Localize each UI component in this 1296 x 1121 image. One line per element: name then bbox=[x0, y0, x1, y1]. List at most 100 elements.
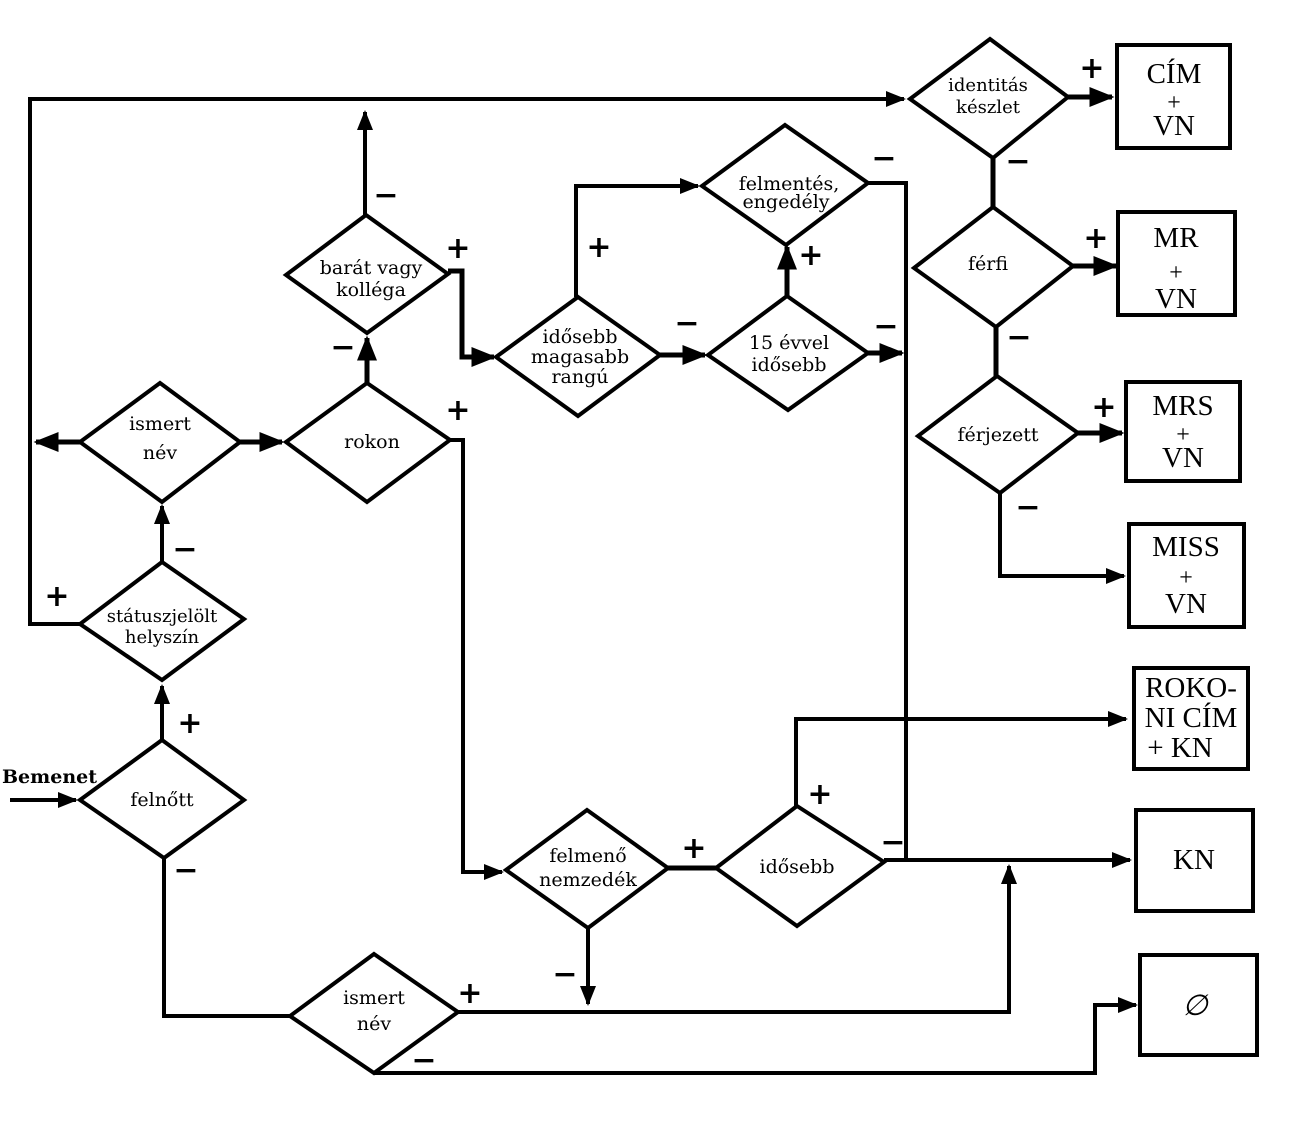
output-label: + bbox=[1176, 422, 1190, 448]
output-label: ∅ bbox=[1182, 990, 1209, 1022]
output-label: VN bbox=[1155, 283, 1197, 315]
sign-minus: − bbox=[552, 957, 577, 992]
sign-minus: − bbox=[1015, 490, 1040, 525]
output-empty-set: ∅ bbox=[1138, 953, 1259, 1057]
sign-minus: − bbox=[1006, 320, 1031, 355]
decision-ismert-nev-top: ismert név bbox=[76, 380, 244, 505]
decision-label: felnőtt bbox=[130, 789, 194, 811]
sign-plus: + bbox=[44, 579, 69, 614]
decision-ferjezett: férjezett bbox=[914, 373, 1082, 496]
sign-minus: − bbox=[674, 306, 699, 341]
edge-statusz-plus bbox=[28, 91, 906, 626]
sign-plus: + bbox=[586, 230, 611, 265]
sign-plus: + bbox=[177, 706, 202, 741]
decision-label: ismert bbox=[343, 987, 405, 1009]
decision-barat: barát vagy kolléga bbox=[282, 212, 452, 336]
decision-label: felmenő bbox=[549, 845, 626, 867]
edge-rokon-plus bbox=[450, 438, 504, 880]
output-label: + KN bbox=[1147, 732, 1213, 764]
sign-minus: − bbox=[173, 853, 198, 888]
output-label: VN bbox=[1153, 110, 1195, 142]
decision-rokon: rokon bbox=[282, 380, 454, 505]
decision-ismert-nev-bottom: ismert név bbox=[286, 951, 462, 1076]
decision-label: barát vagy bbox=[320, 257, 423, 279]
output-label: CÍM bbox=[1147, 57, 1202, 90]
sign-minus: − bbox=[880, 825, 905, 860]
output-mrs-vn: MRS + VN bbox=[1124, 380, 1242, 483]
edge-felnott-minus bbox=[162, 858, 290, 1018]
decision-label: idősebb bbox=[752, 354, 827, 376]
sign-plus: + bbox=[457, 976, 482, 1011]
output-label: MISS bbox=[1152, 531, 1220, 563]
output-rokoni-cim-kn: ROKO- NI CÍM + KN bbox=[1132, 666, 1250, 771]
sign-plus: + bbox=[445, 393, 470, 428]
decision-tizenot: 15 évvel idősebb bbox=[704, 293, 872, 413]
decision-label: 15 évvel bbox=[749, 332, 829, 354]
decision-label: idősebb bbox=[760, 856, 835, 878]
output-label: + bbox=[1179, 565, 1193, 591]
decision-label: rokon bbox=[344, 431, 400, 453]
output-kn: KN bbox=[1134, 808, 1255, 913]
decision-label: engedély bbox=[742, 191, 829, 213]
output-label: + bbox=[1169, 260, 1183, 286]
decision-label: státuszjelölt bbox=[107, 606, 218, 627]
edge-idosebb-plus bbox=[794, 711, 1128, 806]
decision-label: készlet bbox=[956, 97, 1021, 118]
sign-plus: + bbox=[798, 238, 823, 273]
output-label: MR bbox=[1153, 222, 1199, 254]
output-label: MRS bbox=[1152, 390, 1213, 422]
decision-label: rangú bbox=[551, 366, 608, 388]
edge-ismert-nev-bottom-minus bbox=[374, 997, 1138, 1075]
decision-label: férjezett bbox=[957, 424, 1038, 446]
decision-idosebb-rang: idősebb magasabb rangú bbox=[492, 294, 664, 419]
input-label: Bemenet bbox=[2, 766, 97, 788]
decision-felnott: felnőtt bbox=[76, 737, 248, 861]
sign-minus: − bbox=[411, 1043, 436, 1078]
output-mr-vn: MR + VN bbox=[1116, 210, 1237, 317]
edge-felmentes-minus bbox=[868, 181, 908, 860]
output-label: ROKO- bbox=[1145, 672, 1237, 704]
decision-label: férfi bbox=[968, 253, 1008, 275]
decision-label: identitás bbox=[948, 75, 1028, 96]
sign-minus: − bbox=[330, 330, 355, 365]
sign-plus: + bbox=[1083, 221, 1108, 256]
decision-label: név bbox=[143, 442, 177, 464]
output-label: + bbox=[1167, 90, 1181, 116]
sign-minus: − bbox=[172, 532, 197, 567]
decision-label: idősebb bbox=[543, 326, 618, 348]
decision-felmeno: felmenő nemzedék bbox=[502, 807, 672, 931]
edge-ferjezett-minus bbox=[998, 493, 1126, 584]
decision-label: nemzedék bbox=[539, 869, 637, 891]
decision-statusz: státuszjelölt helyszín bbox=[76, 559, 248, 683]
sign-labels: + − − + − − + + + − + − − + − + − + − + … bbox=[44, 51, 1116, 1078]
decision-label: helyszín bbox=[125, 627, 200, 648]
sign-plus: + bbox=[1091, 390, 1116, 425]
decision-idosebb: idősebb bbox=[712, 803, 888, 929]
sign-plus: + bbox=[807, 777, 832, 812]
output-label: VN bbox=[1165, 588, 1207, 620]
sign-plus: + bbox=[681, 831, 706, 866]
sign-minus: − bbox=[871, 141, 896, 176]
decision-label: ismert bbox=[129, 413, 191, 435]
output-cim-vn: CÍM + VN bbox=[1115, 43, 1232, 150]
edge-rang-plus bbox=[574, 178, 700, 297]
edge-ismert-nev-bottom-plus bbox=[458, 864, 1017, 1014]
sign-plus: + bbox=[445, 231, 470, 266]
sign-plus: + bbox=[1079, 51, 1104, 86]
decision-label: felmentés, bbox=[739, 173, 840, 195]
sign-minus: − bbox=[873, 309, 898, 344]
output-label: VN bbox=[1162, 442, 1204, 474]
decision-ferfi: férfi bbox=[910, 204, 1077, 330]
output-label: KN bbox=[1173, 844, 1215, 876]
output-miss-vn: MISS + VN bbox=[1127, 522, 1246, 629]
edge-barat-plus bbox=[448, 268, 497, 367]
output-label: NI CÍM bbox=[1145, 701, 1238, 734]
decision-identitas: identitás készlet bbox=[906, 36, 1072, 161]
sign-minus: − bbox=[1005, 144, 1030, 179]
decision-label: név bbox=[357, 1013, 391, 1035]
decision-label: magasabb bbox=[531, 346, 629, 368]
decision-label: kolléga bbox=[336, 279, 406, 301]
connectors bbox=[10, 87, 1138, 1075]
sign-minus: − bbox=[373, 178, 398, 213]
